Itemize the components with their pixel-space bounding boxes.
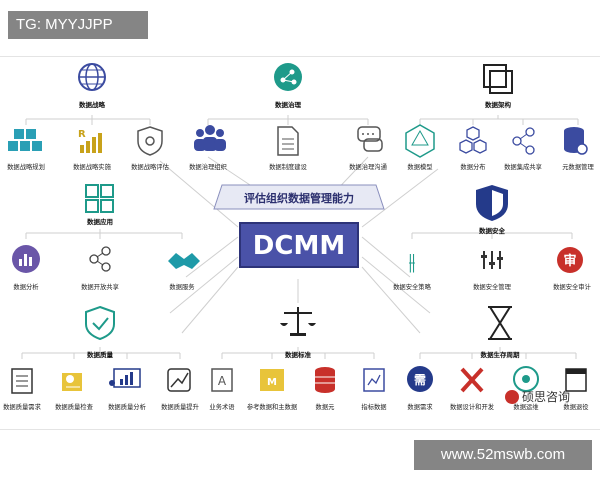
analytics-icon <box>12 245 40 273</box>
item-label: 数据分析 <box>13 282 39 291</box>
database-icon <box>315 367 335 393</box>
svg-text:审: 审 <box>563 253 576 269</box>
master-data-icon: M <box>260 369 284 391</box>
chat-bubbles-icon <box>357 126 383 152</box>
database-gear-icon <box>564 127 588 155</box>
group-title: 数据应用 <box>87 217 113 226</box>
shield-icon <box>476 185 508 221</box>
checklist-icon <box>11 368 33 394</box>
inspector-icon <box>62 373 82 391</box>
cubes-icon <box>8 129 42 151</box>
svg-text:M: M <box>267 377 277 388</box>
site-watermark-tag: www.52mswb.com <box>414 440 592 470</box>
item-label: 数据战略实施 <box>73 162 111 171</box>
item-label: 数据服务 <box>169 282 195 291</box>
item-label: 数据运维 <box>513 402 539 411</box>
item-label: 数据模型 <box>407 162 432 171</box>
group-data-quality: 数据质量 数据质量需求 数据质量检查 数据质量分析 数据质量提升 <box>3 305 199 411</box>
calendar-icon <box>565 368 587 392</box>
group-title: 数据架构 <box>485 100 512 109</box>
hexagons-icon <box>459 126 487 154</box>
item-label: 指标数据 <box>361 402 387 411</box>
svg-text:⫲: ⫲ <box>408 250 415 275</box>
group-data-standards: 数据标准 A 业务术语 M 参考数据和主数据 数据元 指标数据 <box>209 307 387 411</box>
group-title: 数据安全 <box>479 226 506 235</box>
audit-seal-icon: 审 <box>557 247 583 273</box>
item-label: 元数据管理 <box>562 162 594 171</box>
group-data-strategy: 数据战略 数据战略规划 R 数据战略实施 数据战略评估 <box>7 63 170 171</box>
layers-icon <box>483 64 513 94</box>
group-title: 数据战略 <box>79 100 106 109</box>
handshake-icon <box>168 253 200 269</box>
glossary-icon: A <box>211 368 233 392</box>
svg-text:R: R <box>78 129 86 140</box>
group-title: 数据质量 <box>87 350 114 359</box>
center-title: DCMM <box>253 231 345 261</box>
group-data-governance: 数据治理 数据治理组织 数据制度建设 数据治理沟通 <box>189 63 388 171</box>
shield-search-icon <box>137 126 163 156</box>
team-icon <box>194 125 226 151</box>
presentation-chart-icon <box>109 368 141 388</box>
balance-scale-icon <box>280 307 316 336</box>
item-label: 数据质量分析 <box>108 402 146 411</box>
check-shield-icon <box>85 305 115 341</box>
group-title: 数据标准 <box>285 350 312 359</box>
dcmm-diagram: 评估组织数据管理能力 DCMM 数据战略 数据战略规划 R <box>3 63 594 411</box>
group-data-lifecycle: 数据生存周期 需 数据需求 数据设计和开发 数据运维 数据退役 <box>407 306 589 411</box>
item-label: 业务术语 <box>209 402 235 411</box>
design-tools-icon <box>460 367 484 393</box>
item-label: 参考数据和主数据 <box>247 402 298 411</box>
item-label: 数据分布 <box>460 162 485 171</box>
item-label: 数据质量检查 <box>55 402 93 411</box>
watermark-text: 硕思咨询 <box>522 389 570 404</box>
item-label: 数据治理沟通 <box>349 162 387 171</box>
center-subtitle: 评估组织数据管理能力 <box>244 191 354 205</box>
group-title: 数据生存周期 <box>481 350 521 359</box>
group-data-security: 数据安全 ⫲ 数据安全策略 数据安全管理 审 数据安全审计 <box>393 185 592 291</box>
watermark: 硕思咨询 <box>505 389 570 404</box>
network-icon <box>274 63 302 91</box>
connector-lines <box>21 115 579 359</box>
item-label: 数据安全管理 <box>473 282 511 291</box>
top-watermark-tag: TG: MYYJJPP <box>8 11 148 39</box>
requirement-icon: 需 <box>407 366 433 392</box>
group-data-application: 数据应用 数据分析 数据开放共享 数据服务 <box>12 184 200 291</box>
strategy-icon: ⫲ <box>408 250 415 275</box>
operations-icon <box>513 366 539 392</box>
center-title-box: DCMM <box>239 222 359 268</box>
item-label: 数据开放共享 <box>81 282 119 291</box>
item-label: 数据质量提升 <box>161 402 199 411</box>
svg-text:需: 需 <box>414 373 426 387</box>
item-label: 数据安全策略 <box>393 282 431 291</box>
item-label: 数据战略规划 <box>7 162 45 171</box>
open-share-icon <box>89 246 111 272</box>
growth-chart-icon: R <box>78 129 102 153</box>
grid-icon <box>85 184 114 213</box>
item-label: 数据需求 <box>407 402 433 411</box>
item-label: 数据安全审计 <box>553 282 591 291</box>
item-label: 数据质量需求 <box>3 402 41 411</box>
indicator-doc-icon <box>363 368 385 392</box>
trend-up-icon <box>167 368 191 392</box>
item-label: 数据设计和开发 <box>450 402 495 411</box>
item-label: 数据集成共享 <box>504 162 542 171</box>
item-label: 数据元 <box>316 402 336 411</box>
diagram-frame: 评估组织数据管理能力 DCMM 数据战略 数据战略规划 R <box>0 56 600 430</box>
item-label: 数据治理组织 <box>189 162 227 171</box>
group-data-architecture: 数据架构 数据模型 数据分布 数据集成共享 元数据管理 <box>405 64 594 171</box>
item-label: 数据战略评估 <box>131 162 169 171</box>
center-subtitle-box: 评估组织数据管理能力 <box>213 184 385 210</box>
svg-text:A: A <box>218 374 227 388</box>
item-label: 数据制度建设 <box>269 162 307 171</box>
share-nodes-icon <box>512 127 535 155</box>
settings-sliders-icon <box>481 251 503 269</box>
polyhedron-icon <box>405 124 435 158</box>
globe-icon <box>78 63 106 91</box>
item-label: 数据退役 <box>563 402 589 411</box>
group-title: 数据治理 <box>275 100 302 109</box>
document-icon <box>277 126 299 156</box>
hourglass-icon <box>488 306 512 340</box>
